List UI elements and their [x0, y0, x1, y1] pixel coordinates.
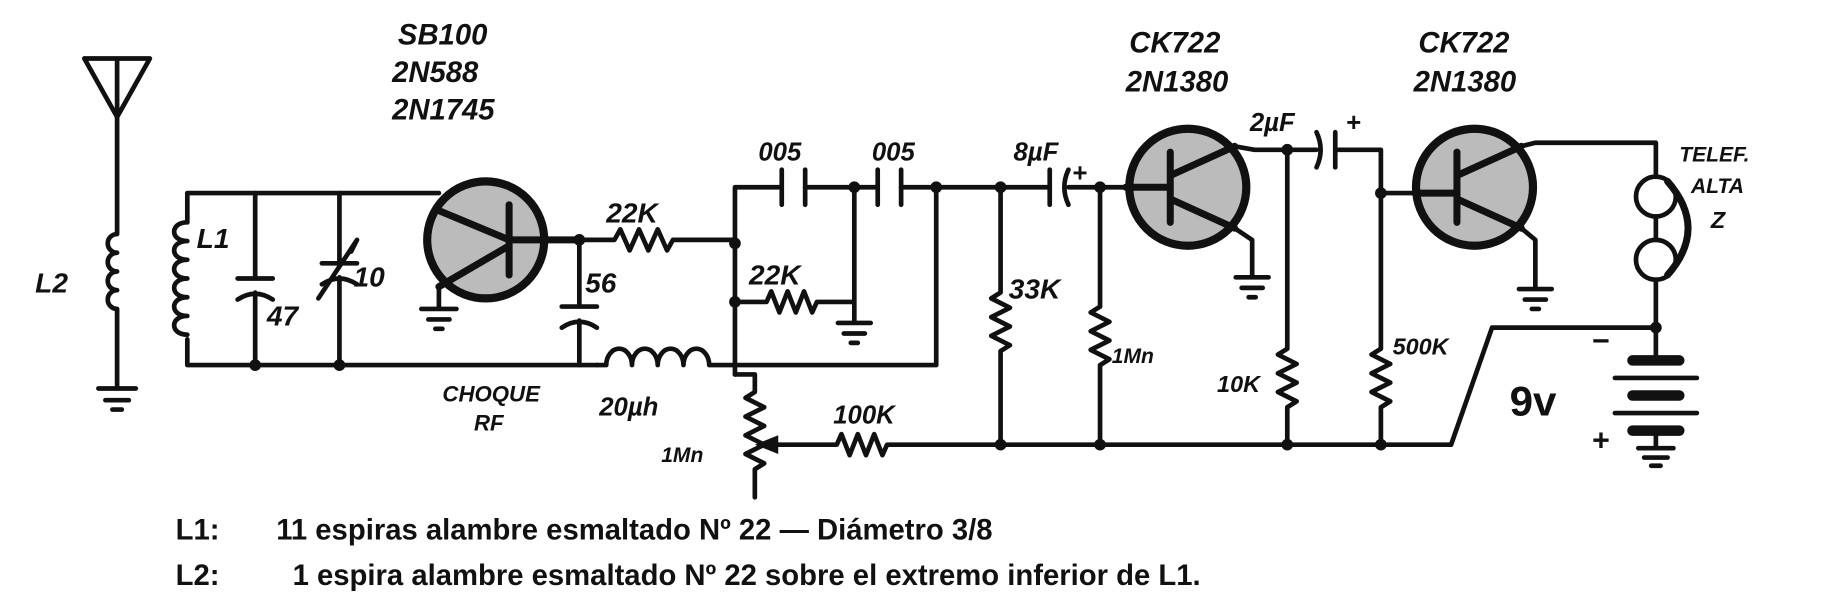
- phone-label-3: Z: [1710, 207, 1727, 233]
- q3-label-2: 2N1380: [1413, 66, 1516, 98]
- resistor-1mn: [1088, 184, 1112, 448]
- capacitor-2uf: [1314, 129, 1419, 196]
- battery-icon: [1612, 355, 1700, 469]
- variable-capacitor-10: [316, 190, 360, 368]
- pot-wiper-arrow-icon: [754, 435, 779, 455]
- c56-label: 56: [585, 268, 617, 299]
- r500k-label: 500K: [1393, 334, 1451, 360]
- q2-label-1: CK722: [1129, 28, 1220, 60]
- r22k-b-label: 22K: [748, 259, 802, 290]
- c005-a-label: 005: [758, 138, 802, 166]
- transistor-q2: [1122, 124, 1319, 300]
- r22k-a-label: 22K: [605, 197, 659, 228]
- battery-plus: +: [1592, 424, 1610, 458]
- choke-value-label: 20µh: [598, 393, 658, 421]
- resistor-22k-a: [576, 227, 738, 253]
- note-l1-text: 11 espiras alambre esmaltado Nº 22 — Diá…: [276, 514, 992, 546]
- choke-label-2: RF: [474, 411, 505, 436]
- earphone-icon: [1633, 174, 1692, 366]
- c47-label: 47: [266, 300, 300, 331]
- q1-label-3: 2N1745: [391, 94, 495, 126]
- phone-label-2: ALTA: [1690, 175, 1744, 198]
- c2uf-label: 2µF: [1249, 109, 1296, 137]
- antenna-icon: [81, 56, 153, 120]
- ground-icon: [96, 386, 139, 412]
- l1-label: L1: [197, 223, 230, 254]
- pot-label: 1Mn: [661, 444, 703, 467]
- capacitors-005: [779, 167, 904, 208]
- c10-label: 10: [353, 262, 385, 293]
- q2-label-2: 2N1380: [1125, 66, 1228, 98]
- battery-voltage-label: 9v: [1510, 377, 1557, 424]
- c8uf-plus: +: [1072, 159, 1087, 187]
- q1-label-2: 2N588: [391, 57, 479, 89]
- r1mn-label: 1Mn: [1112, 345, 1154, 368]
- choke-label-1: CHOQUE: [442, 381, 541, 406]
- l2-coil: [105, 114, 120, 389]
- resistor-10k: [1275, 147, 1299, 448]
- rf-choke: [594, 184, 939, 368]
- q3-label-1: CK722: [1418, 28, 1509, 60]
- l1-coil: [171, 219, 190, 338]
- battery-minus: −: [1592, 324, 1610, 358]
- resistor-22k-b: [732, 184, 857, 325]
- note-l1-label: L1:: [176, 514, 220, 546]
- l2-label: L2: [35, 268, 68, 299]
- potentiometer-1mn: [732, 372, 767, 500]
- q1-label-1: SB100: [398, 19, 487, 51]
- c8uf-label: 8µF: [1013, 138, 1059, 166]
- transistor-q1: [419, 177, 583, 332]
- c005-b-label: 005: [872, 138, 916, 166]
- r10k-label: 10K: [1217, 371, 1262, 397]
- note-l2-text: 1 espira alambre esmaltado Nº 22 sobre e…: [293, 560, 1201, 592]
- note-l2-label: L2:: [176, 560, 220, 592]
- capacitor-56: [559, 237, 600, 368]
- capacitor-47: [235, 190, 276, 368]
- r33k-label: 33K: [1009, 273, 1062, 304]
- capacitor-8uf: [1047, 167, 1071, 208]
- c2uf-plus: +: [1346, 109, 1361, 137]
- ground-icon: [835, 320, 874, 346]
- phone-label-1: TELEF.: [1679, 143, 1749, 166]
- resistor-33k: [988, 184, 1013, 448]
- resistor-500k: [1369, 190, 1393, 448]
- r100k-label: 100K: [833, 402, 897, 430]
- transistor-q3: [1411, 124, 1659, 312]
